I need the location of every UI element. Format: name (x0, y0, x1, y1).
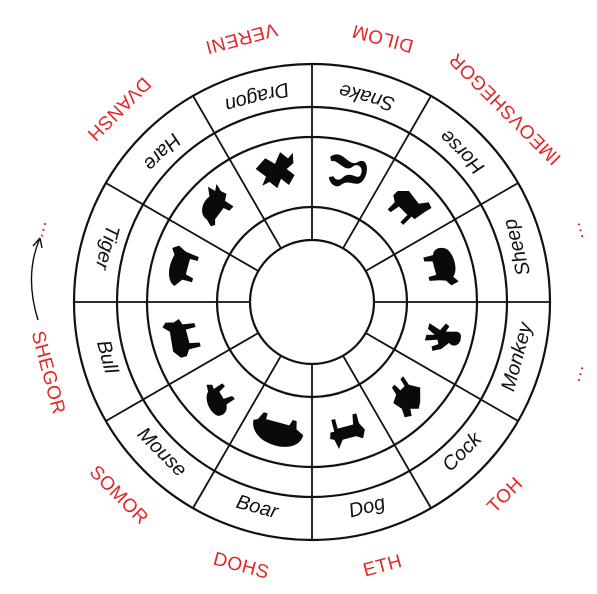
hare-icon-shape (190, 181, 237, 228)
animal-label-dog: Dog (346, 492, 387, 523)
animal-label-boar: Boar (234, 491, 282, 524)
sheep-icon (422, 245, 460, 290)
dog-icon (325, 412, 368, 450)
outer-labels: DILOMIMEOVSHEGOR……TOHETHDOHSSOMORSHEGOR…… (27, 18, 589, 584)
bull-icon-shape (161, 315, 202, 360)
monkey-icon (423, 319, 464, 357)
tiger-icon (163, 244, 200, 290)
tiger-icon-shape (163, 244, 200, 290)
outer-label: VERENI (203, 18, 280, 57)
animal-label-bull: Bull (92, 338, 122, 376)
animal-label-cock: Cock (438, 428, 486, 476)
sheep-icon-shape (422, 245, 460, 290)
mouse-icon-shape (196, 376, 238, 418)
mouse-icon (196, 376, 238, 418)
wheel-spokes (74, 64, 550, 540)
animal-label-monkey: Monkey (497, 319, 537, 393)
inner-ring (250, 240, 374, 364)
animal-labels: SnakeHorseSheepMonkeyCockDogBoarMouseBul… (90, 78, 537, 524)
direction-arrow-icon (31, 238, 42, 320)
cock-icon (383, 373, 430, 420)
dragon-icon (253, 149, 300, 192)
snake-icon (323, 153, 369, 193)
snake-icon-shape (323, 153, 369, 193)
icon-spoke (343, 159, 395, 248)
outer-label: ETH (361, 551, 405, 582)
outer-label: … (564, 361, 589, 385)
animal-label-hare: Hare (139, 129, 185, 175)
outer-label: … (564, 219, 589, 243)
animal-label-tiger: Tiger (90, 222, 123, 273)
monkey-icon-shape (423, 319, 464, 357)
boar-icon (249, 410, 307, 452)
outer-label: TOH (483, 473, 527, 517)
outer-label: SOMOR (85, 462, 152, 529)
dragon-icon-shape (253, 149, 300, 192)
dog-icon-shape (325, 412, 368, 450)
boar-icon-shape (249, 410, 307, 452)
horse-icon-shape (383, 181, 432, 230)
animal-label-mouse: Mouse (133, 423, 191, 481)
cock-icon-shape (383, 373, 430, 420)
outer-label: SHEGOR (27, 329, 69, 417)
bull-icon (161, 315, 202, 360)
horse-icon (383, 181, 432, 230)
outer-label: DILOM (350, 20, 416, 57)
outer-label: DOHS (211, 549, 271, 584)
hare-icon (190, 181, 237, 228)
